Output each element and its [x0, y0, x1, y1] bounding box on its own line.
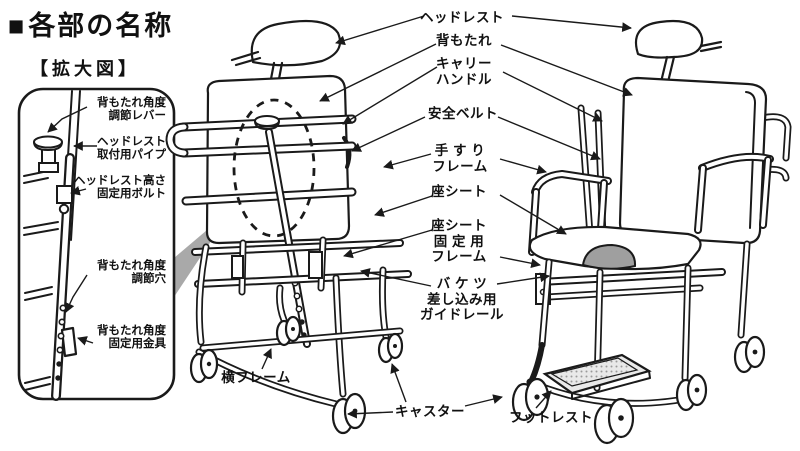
magnified-area-ellipse — [232, 98, 316, 238]
leader-headrest-right — [511, 15, 632, 32]
leader-carry-left — [342, 66, 438, 125]
leader-bucket-left — [360, 268, 432, 287]
label-side-frame: 横フレーム — [221, 370, 291, 385]
leader-backrest-left — [319, 43, 437, 102]
leader-lines — [261, 15, 633, 419]
label-headrest-mount-pipe: ヘッドレスト 取付用パイプ — [97, 136, 166, 161]
leader-seat-right — [499, 194, 567, 235]
label-caster: キャスター — [395, 404, 465, 419]
label-footrest: フットレスト — [509, 410, 593, 425]
label-bucket-guide-rail: バ ケ ツ 差し込み用 ガイドレール — [420, 276, 504, 322]
page-title: ■各部の名称 — [8, 4, 173, 43]
enlarged-view-drawing — [17, 87, 176, 401]
leader-caster-left — [347, 408, 394, 419]
leader-handrail-left — [383, 153, 432, 170]
label-headrest: ヘッドレスト — [420, 10, 504, 25]
leader-backrest-right — [500, 44, 633, 97]
right-chair-drawing — [511, 20, 792, 445]
label-backrest-angle-lever: 背もたれ角度 調節レバー — [97, 97, 166, 122]
left-chair-drawing — [165, 19, 412, 435]
leader-bolt — [70, 185, 87, 196]
leader-carry-right — [502, 71, 603, 122]
leader-caster-up — [390, 363, 407, 403]
label-backrest-angle-bracket: 背もたれ角度 固定用金具 — [97, 325, 166, 350]
leader-belt-left — [351, 116, 426, 152]
leader-bracket — [77, 336, 94, 346]
enlarged-view-heading: 【拡大図】 — [30, 59, 140, 79]
leader-hole — [65, 274, 88, 313]
label-carry-handle: キャリー ハンドル — [436, 56, 492, 87]
label-handrail-frame: 手 す り フレーム — [432, 143, 488, 174]
page-title-text: 各部の名称 — [28, 11, 174, 41]
label-headrest-height-bolt: ヘッドレスト高さ 固定用ボルト — [74, 175, 166, 200]
leader-seatframe-right — [499, 256, 541, 269]
label-seat: 座シート — [431, 184, 487, 199]
leader-bucket-right — [496, 272, 550, 285]
label-backrest: 背もたれ — [436, 33, 492, 48]
leader-caster-right — [464, 394, 503, 407]
leader-seatframe-left — [343, 229, 433, 259]
label-safety-belt: 安全ベルト — [428, 106, 498, 121]
leader-seat-left — [374, 195, 433, 217]
leader-lever — [47, 106, 88, 133]
leader-headrest-left — [335, 15, 425, 46]
leader-handrail-right — [499, 158, 547, 175]
label-seat-fixing-frame: 座シート 固 定 用 フレーム — [431, 218, 487, 264]
leader-belt-right — [497, 116, 601, 161]
leader-footrest — [535, 390, 552, 409]
title-square-icon: ■ — [8, 11, 27, 41]
leader-sideframe — [261, 348, 272, 370]
label-backrest-angle-hole: 背もたれ角度 調節穴 — [97, 260, 166, 285]
